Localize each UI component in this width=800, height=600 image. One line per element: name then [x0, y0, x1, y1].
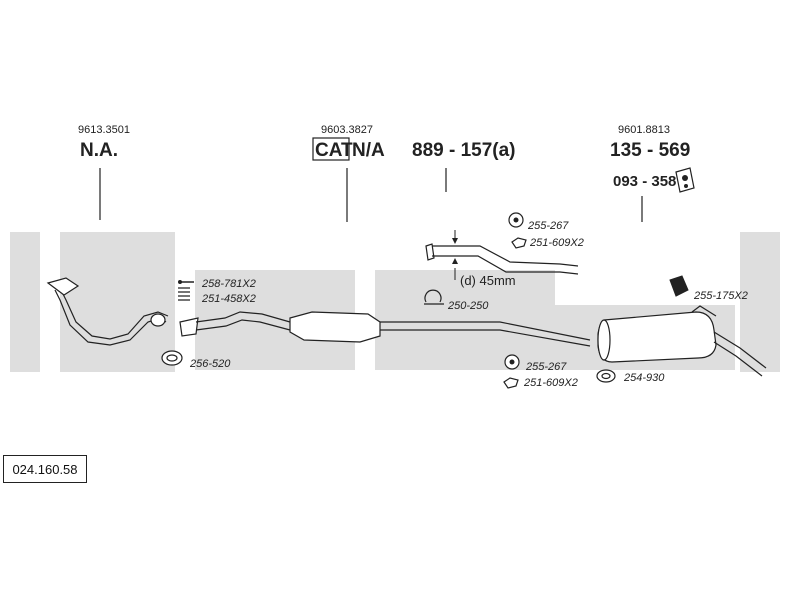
rear-silencer	[597, 305, 767, 377]
pipe-clamp-icon	[596, 369, 616, 383]
part-258-781: 258-781X2	[201, 278, 256, 290]
group2-name: N/A	[352, 140, 385, 161]
part-255-267-top: 255-267	[527, 220, 569, 232]
part-254-930: 254-930	[623, 372, 665, 384]
front-flange	[46, 277, 80, 296]
middle-pipe	[425, 230, 579, 280]
rubber-mount-icon	[508, 212, 524, 228]
group3-name: 889 - 157(a)	[412, 140, 516, 161]
catalog-code-box: 024.160.58	[3, 455, 87, 483]
part-251-609-top: 251-609X2	[529, 237, 584, 249]
part-256-520: 256-520	[189, 358, 231, 370]
nut-icon	[503, 377, 519, 389]
nut-icon	[511, 237, 527, 249]
part-255-175: 255-175X2	[693, 290, 748, 302]
group1-ref: 9613.3501	[78, 124, 130, 136]
cat-tag-box	[312, 137, 350, 161]
part-251-458: 251-458X2	[201, 293, 256, 305]
rubber-hanger-icon	[669, 275, 689, 297]
part-251-609-bottom: 251-609X2	[523, 377, 578, 389]
group1-name: N.A.	[80, 140, 118, 161]
catalytic-converter	[289, 311, 381, 343]
bracket-icon	[675, 167, 695, 193]
group4-name: 135 - 569	[610, 140, 690, 161]
part-255-267-bottom: 255-267	[525, 361, 567, 373]
group2-ref: 9603.3827	[321, 124, 373, 136]
pipe-end-flange	[150, 313, 166, 327]
group2-tag: CAT	[315, 140, 353, 161]
rubber-mount-icon	[504, 354, 520, 370]
group4-ref: 9601.8813	[618, 124, 670, 136]
bolt-icon	[178, 280, 194, 284]
dimension-label: (d) 45mm	[460, 273, 516, 288]
catalog-code: 024.160.58	[12, 461, 78, 477]
gasket-ring-icon	[161, 350, 183, 366]
silencer-body	[597, 311, 717, 363]
group4-extra: 093 - 358	[613, 173, 676, 190]
front-pipe	[46, 277, 169, 346]
clamp-icon	[424, 289, 444, 305]
cat-inlet-flange	[179, 317, 199, 337]
part-250-250: 250-250	[447, 300, 489, 312]
silencer-end	[597, 319, 611, 361]
catalyst-section	[179, 311, 591, 347]
spring-icon	[178, 287, 190, 301]
